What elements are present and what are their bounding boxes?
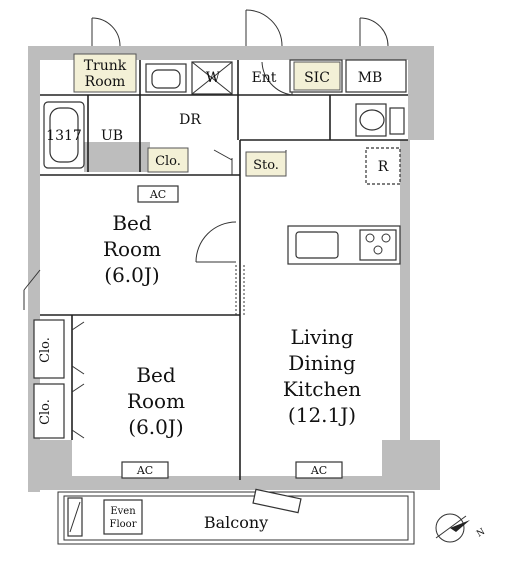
compass: N bbox=[435, 513, 487, 543]
even-floor-label-1: Even bbox=[110, 506, 136, 517]
bedroom-1-label-2: Room bbox=[103, 237, 161, 261]
balcony: Even Floor Balcony bbox=[57, 488, 415, 545]
interior-walls bbox=[40, 60, 408, 480]
closet-label-top: Clo. bbox=[155, 154, 181, 169]
dressing-room-label: DR bbox=[179, 112, 201, 128]
bath-size-label: 1317 bbox=[46, 128, 82, 144]
ldk-label-2: Dining bbox=[288, 351, 356, 375]
trunk-room-label-1: Trunk bbox=[84, 58, 127, 74]
bedroom-2-label-3: (6.0J) bbox=[128, 415, 183, 439]
balcony-label: Balcony bbox=[204, 513, 268, 532]
entrance-label: Ent bbox=[252, 70, 277, 86]
trunk-room-label-2: Room bbox=[85, 74, 126, 90]
bedroom-2-label-1: Bed bbox=[136, 363, 176, 387]
bedroom-1-label-1: Bed bbox=[112, 211, 152, 235]
room-labels: Trunk Room W Ent SIC MB 1317 UB DR Clo. … bbox=[38, 53, 389, 479]
closet-label-left-1: Clo. bbox=[38, 337, 53, 363]
ac-label-bedroom-1: AC bbox=[149, 188, 166, 201]
sic-label: SIC bbox=[304, 70, 330, 86]
bedroom-2-label-2: Room bbox=[127, 389, 185, 413]
bedroom-1-label-3: (6.0J) bbox=[104, 263, 159, 287]
refrigerator-label: R bbox=[378, 159, 389, 175]
ldk-label-3: Kitchen bbox=[283, 377, 361, 401]
compass-north-label: N bbox=[475, 527, 487, 540]
washer-label: W bbox=[206, 70, 221, 86]
ac-label-ldk: AC bbox=[310, 464, 327, 477]
storage-label: Sto. bbox=[253, 158, 279, 173]
mb-label: MB bbox=[358, 70, 383, 86]
even-floor-label-2: Floor bbox=[110, 519, 137, 530]
unit-bath-label: UB bbox=[101, 128, 123, 144]
closet-label-left-2: Clo. bbox=[38, 399, 53, 425]
ldk-label-1: Living bbox=[290, 325, 353, 349]
ac-label-bedroom-2: AC bbox=[136, 464, 153, 477]
ldk-label-4: (12.1J) bbox=[288, 403, 356, 427]
